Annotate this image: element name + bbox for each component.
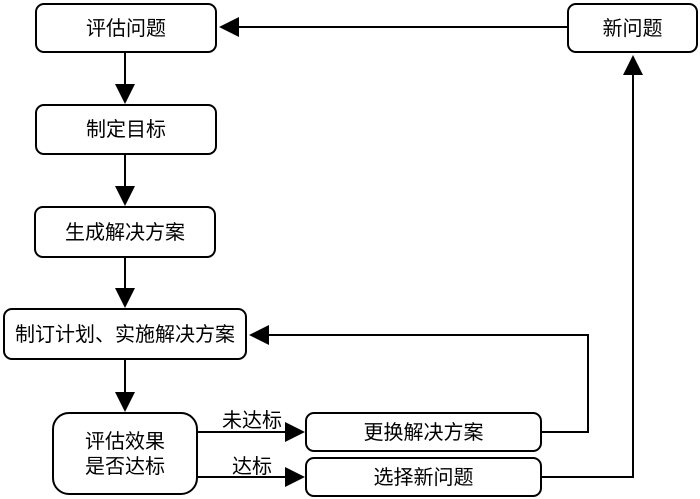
arrowhead-up-icon [623, 55, 643, 75]
arrowhead-down-icon [115, 186, 135, 206]
arrowhead-down-icon [115, 392, 135, 412]
arrowhead-down-icon [115, 84, 135, 104]
node-evaluate-problem: 评估问题 [35, 3, 217, 53]
connector-plan-to-effect [115, 360, 135, 412]
connector-goal-to-solution [115, 155, 135, 206]
arrowhead-right-icon [285, 422, 305, 442]
node-generate-solution: 生成解决方案 [34, 206, 216, 258]
connector-newproblem-to-evaluate [219, 17, 567, 37]
connector-select-to-newproblem [542, 55, 643, 478]
connector-effect-to-select [198, 467, 305, 487]
edge-label-not-met: 未达标 [222, 408, 282, 432]
connector-change-to-plan [249, 325, 589, 433]
arrowhead-left-icon [249, 325, 269, 345]
arrowhead-down-icon [115, 288, 135, 308]
connector-effect-to-change [198, 422, 305, 442]
arrowhead-left-icon [219, 17, 239, 37]
node-plan-implement: 制订计划、实施解决方案 [3, 308, 247, 360]
connector-solution-to-plan [115, 258, 135, 308]
node-new-problem: 新问题 [567, 3, 698, 53]
node-evaluate-effect: 评估效果 是否达标 [52, 412, 198, 495]
connector-evaluate-to-goal [115, 53, 135, 104]
node-select-new-problem: 选择新问题 [305, 457, 542, 497]
edge-label-met: 达标 [232, 454, 272, 478]
node-set-goal: 制定目标 [35, 104, 217, 155]
arrowhead-right-icon [285, 467, 305, 487]
node-change-solution: 更换解决方案 [305, 412, 542, 452]
